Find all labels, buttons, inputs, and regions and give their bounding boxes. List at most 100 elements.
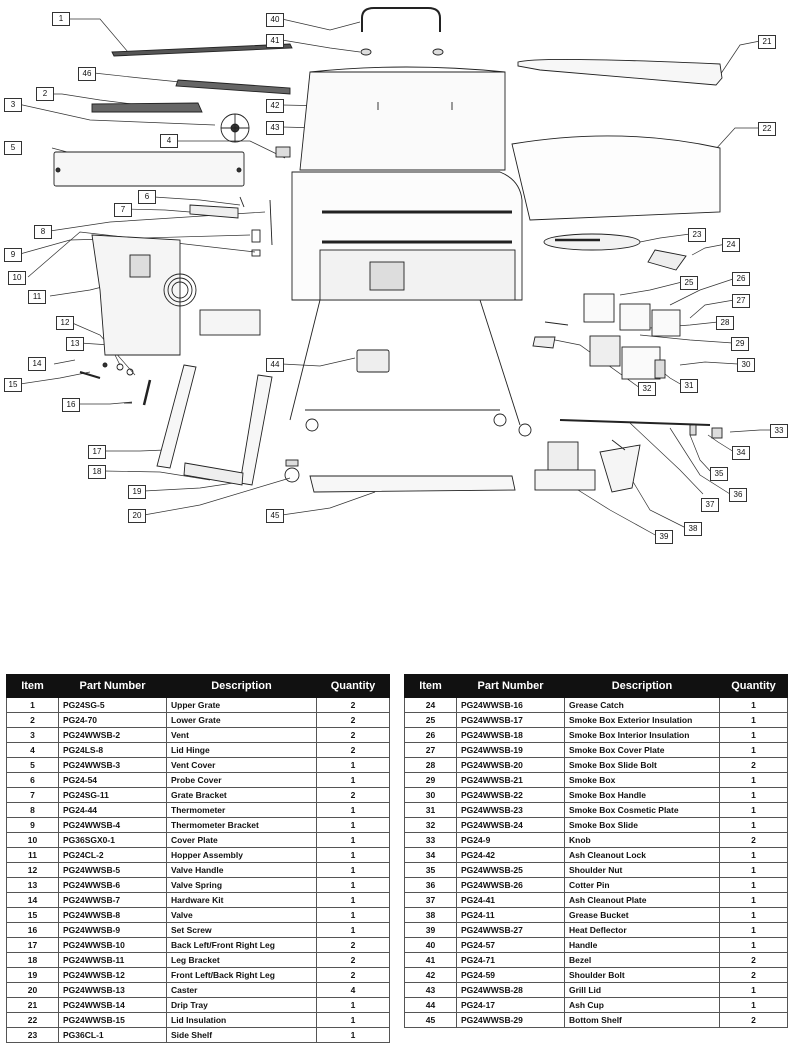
item-cell: 39 [404, 922, 457, 938]
smoke-box-parts-drawing [532, 293, 681, 380]
quantity-cell: 1 [719, 997, 788, 1013]
quantity-cell: 2 [719, 1012, 788, 1028]
item-cell: 36 [404, 877, 457, 893]
ash-cleanout-parts-drawing [559, 419, 723, 439]
quantity-cell: 1 [719, 802, 788, 818]
quantity-cell: 2 [719, 832, 788, 848]
part-number-cell: PG24-70 [58, 712, 167, 728]
quantity-cell: 1 [719, 982, 788, 998]
quantity-cell: 1 [316, 877, 390, 893]
item-cell: 10 [6, 832, 59, 848]
callout-25: 25 [680, 276, 698, 290]
item-cell: 13 [6, 877, 59, 893]
grease-bucket-drawing [599, 439, 641, 493]
part-number-cell: PG24-71 [456, 952, 565, 968]
description-cell: Vent Cover [166, 757, 317, 773]
description-cell: Probe Cover [166, 772, 317, 788]
quantity-cell: 1 [719, 787, 788, 803]
description-cell: Lid Hinge [166, 742, 317, 758]
callout-26: 26 [732, 272, 750, 286]
quantity-cell: 2 [719, 757, 788, 773]
callout-15: 15 [4, 378, 22, 392]
callout-45: 45 [266, 509, 284, 523]
grate-46-drawing [175, 79, 291, 95]
item-cell: 3 [6, 727, 59, 743]
item-cell: 4 [6, 742, 59, 758]
grill-lid-drawing [299, 66, 506, 171]
description-cell: Thermometer [166, 802, 317, 818]
item-cell: 2 [6, 712, 59, 728]
side-shelf-drawing [543, 233, 687, 271]
callout-19: 19 [128, 485, 146, 499]
part-number-cell: PG24-11 [456, 907, 565, 923]
quantity-cell: 1 [316, 862, 390, 878]
item-cell: 6 [6, 772, 59, 788]
part-number-cell: PG36CL-1 [58, 1027, 167, 1043]
parts-table-left-header: Item Part Number Description Quantity [6, 674, 390, 698]
part-number-cell: PG24WWSB-12 [58, 967, 167, 983]
callout-37: 37 [701, 498, 719, 512]
callout-10: 10 [8, 271, 26, 285]
callout-40: 40 [266, 13, 284, 27]
description-cell: Grate Bracket [166, 787, 317, 803]
description-cell: Bezel [564, 952, 720, 968]
item-cell: 28 [404, 757, 457, 773]
callout-28: 28 [716, 316, 734, 330]
callout-20: 20 [128, 509, 146, 523]
part-number-cell: PG24WWSB-21 [456, 772, 565, 788]
quantity-cell: 2 [316, 967, 390, 983]
quantity-cell: 1 [719, 892, 788, 908]
description-cell: Grill Lid [564, 982, 720, 998]
description-cell: Upper Grate [166, 697, 317, 713]
lid-insulation-drawing [511, 135, 721, 221]
callout-44: 44 [266, 358, 284, 372]
part-number-cell: PG36SGX0-1 [58, 832, 167, 848]
lower-grate-drawing [91, 102, 203, 113]
header-part-number: Part Number [456, 674, 565, 698]
description-cell: Bottom Shelf [564, 1012, 720, 1028]
quantity-cell: 1 [316, 997, 390, 1013]
callout-16: 16 [62, 398, 80, 412]
quantity-cell: 1 [316, 892, 390, 908]
part-number-cell: PG24WWSB-29 [456, 1012, 565, 1028]
hopper-drawing [91, 234, 261, 356]
callout-32: 32 [638, 382, 656, 396]
description-cell: Smoke Box Slide Bolt [564, 757, 720, 773]
item-cell: 40 [404, 937, 457, 953]
quantity-cell: 2 [316, 727, 390, 743]
part-number-cell: PG24WWSB-10 [58, 937, 167, 953]
callout-34: 34 [732, 446, 750, 460]
part-number-cell: PG24WWSB-7 [58, 892, 167, 908]
quantity-cell: 1 [316, 1027, 390, 1043]
callout-42: 42 [266, 99, 284, 113]
legs-drawing [156, 364, 300, 486]
item-cell: 42 [404, 967, 457, 983]
description-cell: Smoke Box Cover Plate [564, 742, 720, 758]
part-number-cell: PG24SG-5 [58, 697, 167, 713]
quantity-cell: 1 [719, 877, 788, 893]
callout-4: 4 [160, 134, 178, 148]
item-cell: 43 [404, 982, 457, 998]
description-cell: Front Left/Back Right Leg [166, 967, 317, 983]
quantity-cell: 1 [719, 922, 788, 938]
part-number-cell: PG24WWSB-3 [58, 757, 167, 773]
item-cell: 1 [6, 697, 59, 713]
callout-33: 33 [770, 424, 788, 438]
